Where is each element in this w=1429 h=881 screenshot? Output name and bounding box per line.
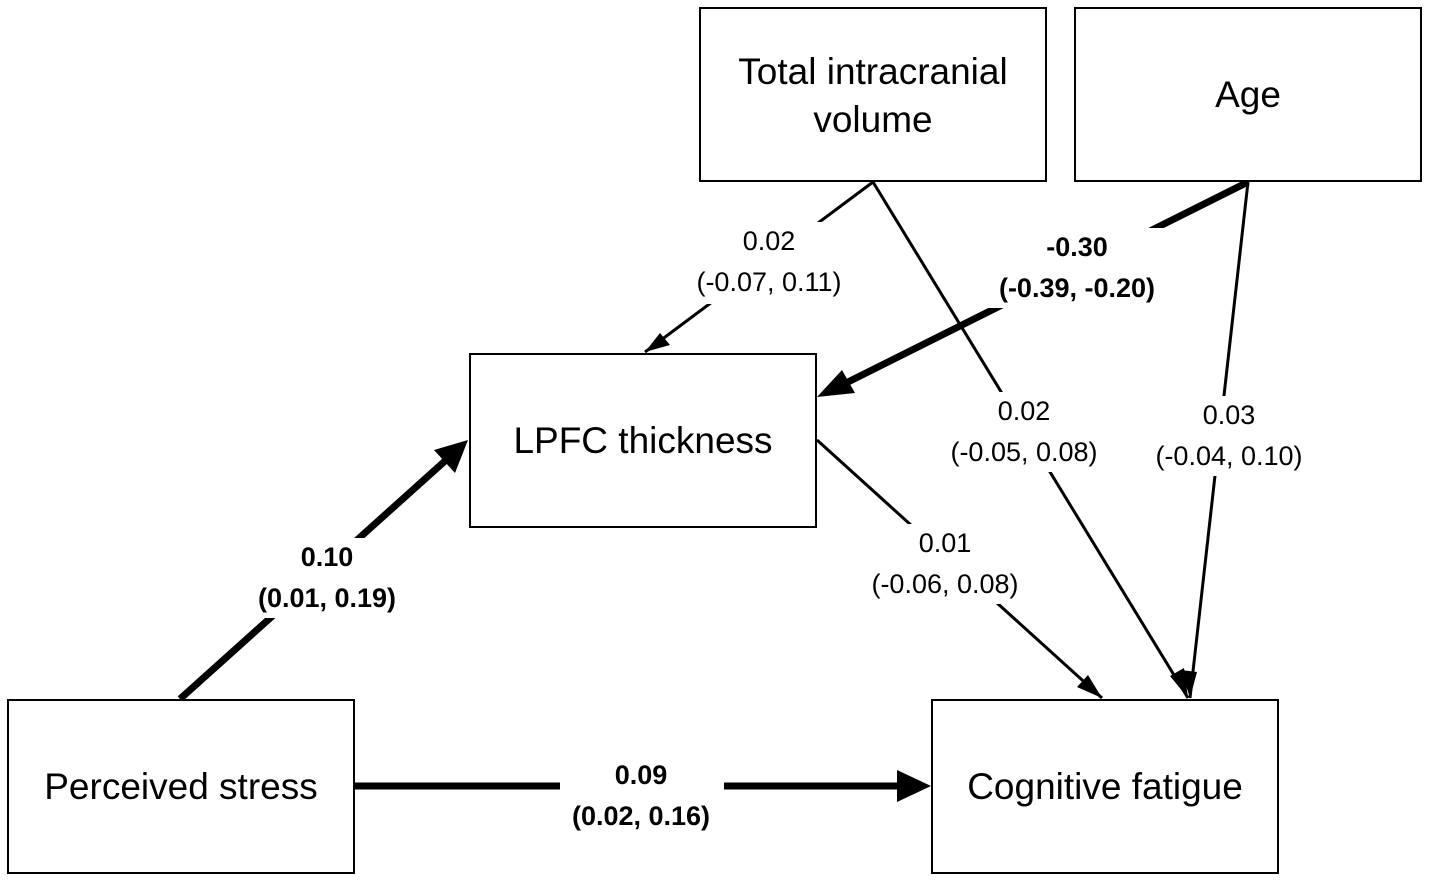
coef-ci: (0.02, 0.16) — [572, 801, 710, 831]
node-lpfc-thickness: LPFC thickness — [469, 353, 817, 528]
coef-ci: (-0.07, 0.11) — [696, 267, 841, 297]
coef-tiv-to-fatigue: 0.02 (-0.05, 0.08) — [950, 396, 1097, 467]
node-age: Age — [1074, 7, 1422, 182]
coef-lpfc-to-fatigue: 0.01 (-0.06, 0.08) — [871, 528, 1018, 599]
node-label-line2: volume — [813, 99, 932, 140]
coef-estimate: -0.30 — [1046, 232, 1108, 262]
node-label: Age — [1215, 74, 1281, 115]
node-label: Perceived stress — [44, 766, 318, 807]
coef-estimate: 0.01 — [919, 528, 972, 558]
coef-tiv-to-lpfc: 0.02 (-0.07, 0.11) — [696, 226, 841, 297]
node-perceived-stress: Perceived stress — [7, 699, 355, 874]
coef-ci: (0.01, 0.19) — [258, 583, 396, 613]
coef-ci: (-0.04, 0.10) — [1155, 441, 1302, 471]
node-label-line1: Total intracranial — [738, 51, 1007, 92]
coef-ci: (-0.06, 0.08) — [871, 569, 1018, 599]
coef-estimate: 0.02 — [743, 226, 796, 256]
coef-ci: (-0.39, -0.20) — [999, 273, 1155, 303]
node-label: LPFC thickness — [513, 420, 772, 461]
coef-estimate: 0.03 — [1203, 400, 1256, 430]
coef-age-to-lpfc: -0.30 (-0.39, -0.20) — [999, 232, 1155, 303]
node-cognitive-fatigue: Cognitive fatigue — [931, 699, 1279, 874]
coef-stress-to-fatigue: 0.09 (0.02, 0.16) — [572, 760, 710, 831]
coef-age-to-fatigue: 0.03 (-0.04, 0.10) — [1155, 400, 1302, 471]
coef-stress-to-lpfc: 0.10 (0.01, 0.19) — [258, 542, 396, 613]
coef-estimate: 0.09 — [615, 760, 668, 790]
coef-estimate: 0.02 — [998, 396, 1051, 426]
node-total-intracranial-volume: Total intracranial volume — [699, 7, 1047, 182]
node-label: Cognitive fatigue — [967, 766, 1243, 807]
coef-ci: (-0.05, 0.08) — [950, 437, 1097, 467]
coef-estimate: 0.10 — [301, 542, 354, 572]
